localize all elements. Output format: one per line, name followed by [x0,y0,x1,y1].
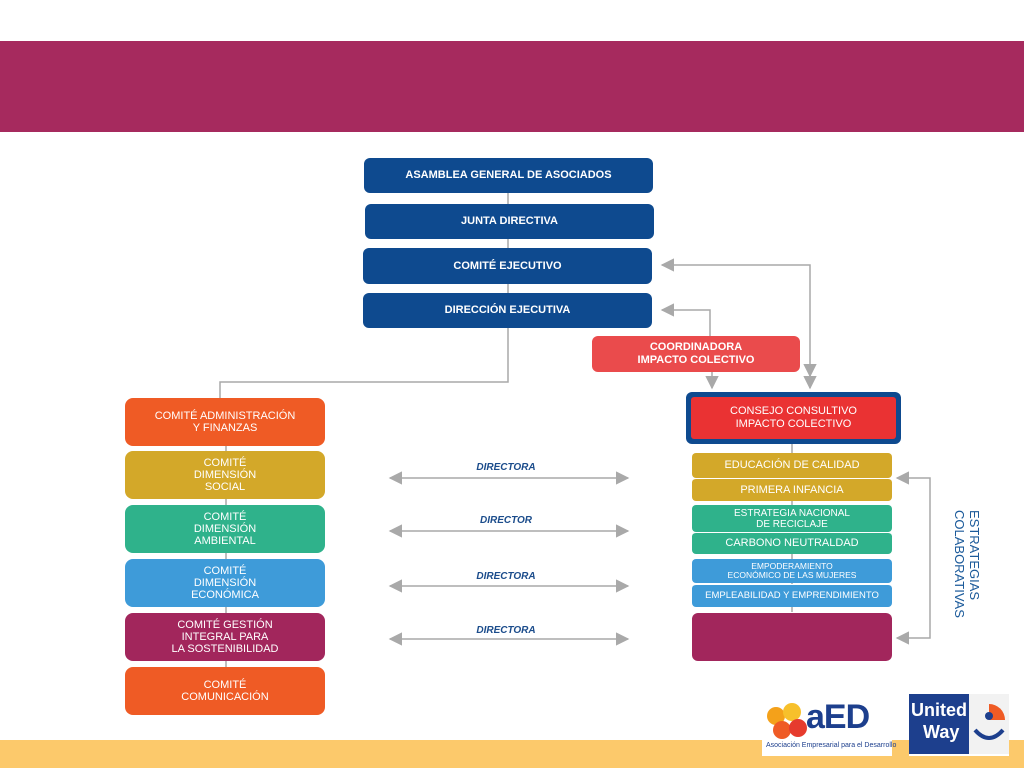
united-way-logo: United Way [909,694,1009,756]
asamblea-box: ASAMBLEA GENERAL DE ASOCIADOS [364,158,653,193]
header-banner [0,41,1024,132]
aed-logo-mark [767,703,807,739]
strategies-label: ESTRATEGIAS COLABORATIVAS [952,510,982,618]
relation-label: DIRECTORA [476,625,536,636]
strategy-carbono: CARBONO NEUTRALDAD [692,532,892,554]
committee-comunicacion: COMITÉ COMUNICACIÓN [125,667,325,715]
aed-logo: aED Asociación Empresarial para el Desar… [762,694,896,756]
consejo-box: CONSEJO CONSULTIVO IMPACTO COLECTIVO [691,397,896,439]
committee-admin-finanzas: COMITÉ ADMINISTRACIÓN Y FINANZAS [125,398,325,446]
comite-ejecutivo-box: COMITÉ EJECUTIVO [363,248,652,284]
united-way-line2: Way [923,722,960,742]
aed-wordmark: aED [806,698,870,736]
strategy-empleabilidad: EMPLEABILIDAD Y EMPRENDIMIENTO [692,584,892,607]
relation-label: DIRECTORA [476,462,536,473]
united-way-emblem-icon [969,694,1009,754]
committee-ambiental: COMITÉ DIMENSIÓN AMBIENTAL [125,505,325,553]
consejo-to-comite-arrow [660,258,817,378]
strategy-primera-infancia: PRIMERA INFANCIA [692,478,892,501]
strategy-empoderamiento: EMPODERAMIENTO ECONÓMICO DE LAS MUJERES [692,559,892,583]
committee-social: COMITÉ DIMENSIÓN SOCIAL [125,451,325,499]
relation-label: DIRECTORA [476,571,536,582]
relation-label: DIRECTOR [479,515,533,526]
committee-gestion-sostenibilidad: COMITÉ GESTIÓN INTEGRAL PARA LA SOSTENIB… [125,613,325,661]
junta-box: JUNTA DIRECTIVA [365,204,654,239]
coordinadora-box: COORDINADORA IMPACTO COLECTIVO [592,336,800,372]
strategies-bracket [898,477,931,639]
coordinadora-to-direccion-arrow [660,303,711,337]
united-way-block [909,694,969,754]
direction-to-committees-line [219,328,509,398]
aed-caption: Asociación Empresarial para el Desarroll… [766,742,897,749]
strategy-sostenibilidad [692,613,892,661]
committee-economica: COMITÉ DIMENSIÓN ECONÓMICA [125,559,325,607]
consejo-frame: CONSEJO CONSULTIVO IMPACTO COLECTIVO [686,392,901,444]
direccion-box: DIRECCIÓN EJECUTIVA [363,293,652,328]
strategy-educacion: EDUCACIÓN DE CALIDAD [692,453,892,478]
united-way-line1: United [911,700,967,720]
strategy-reciclaje: ESTRATEGIA NACIONAL DE RECICLAJE [692,505,892,532]
